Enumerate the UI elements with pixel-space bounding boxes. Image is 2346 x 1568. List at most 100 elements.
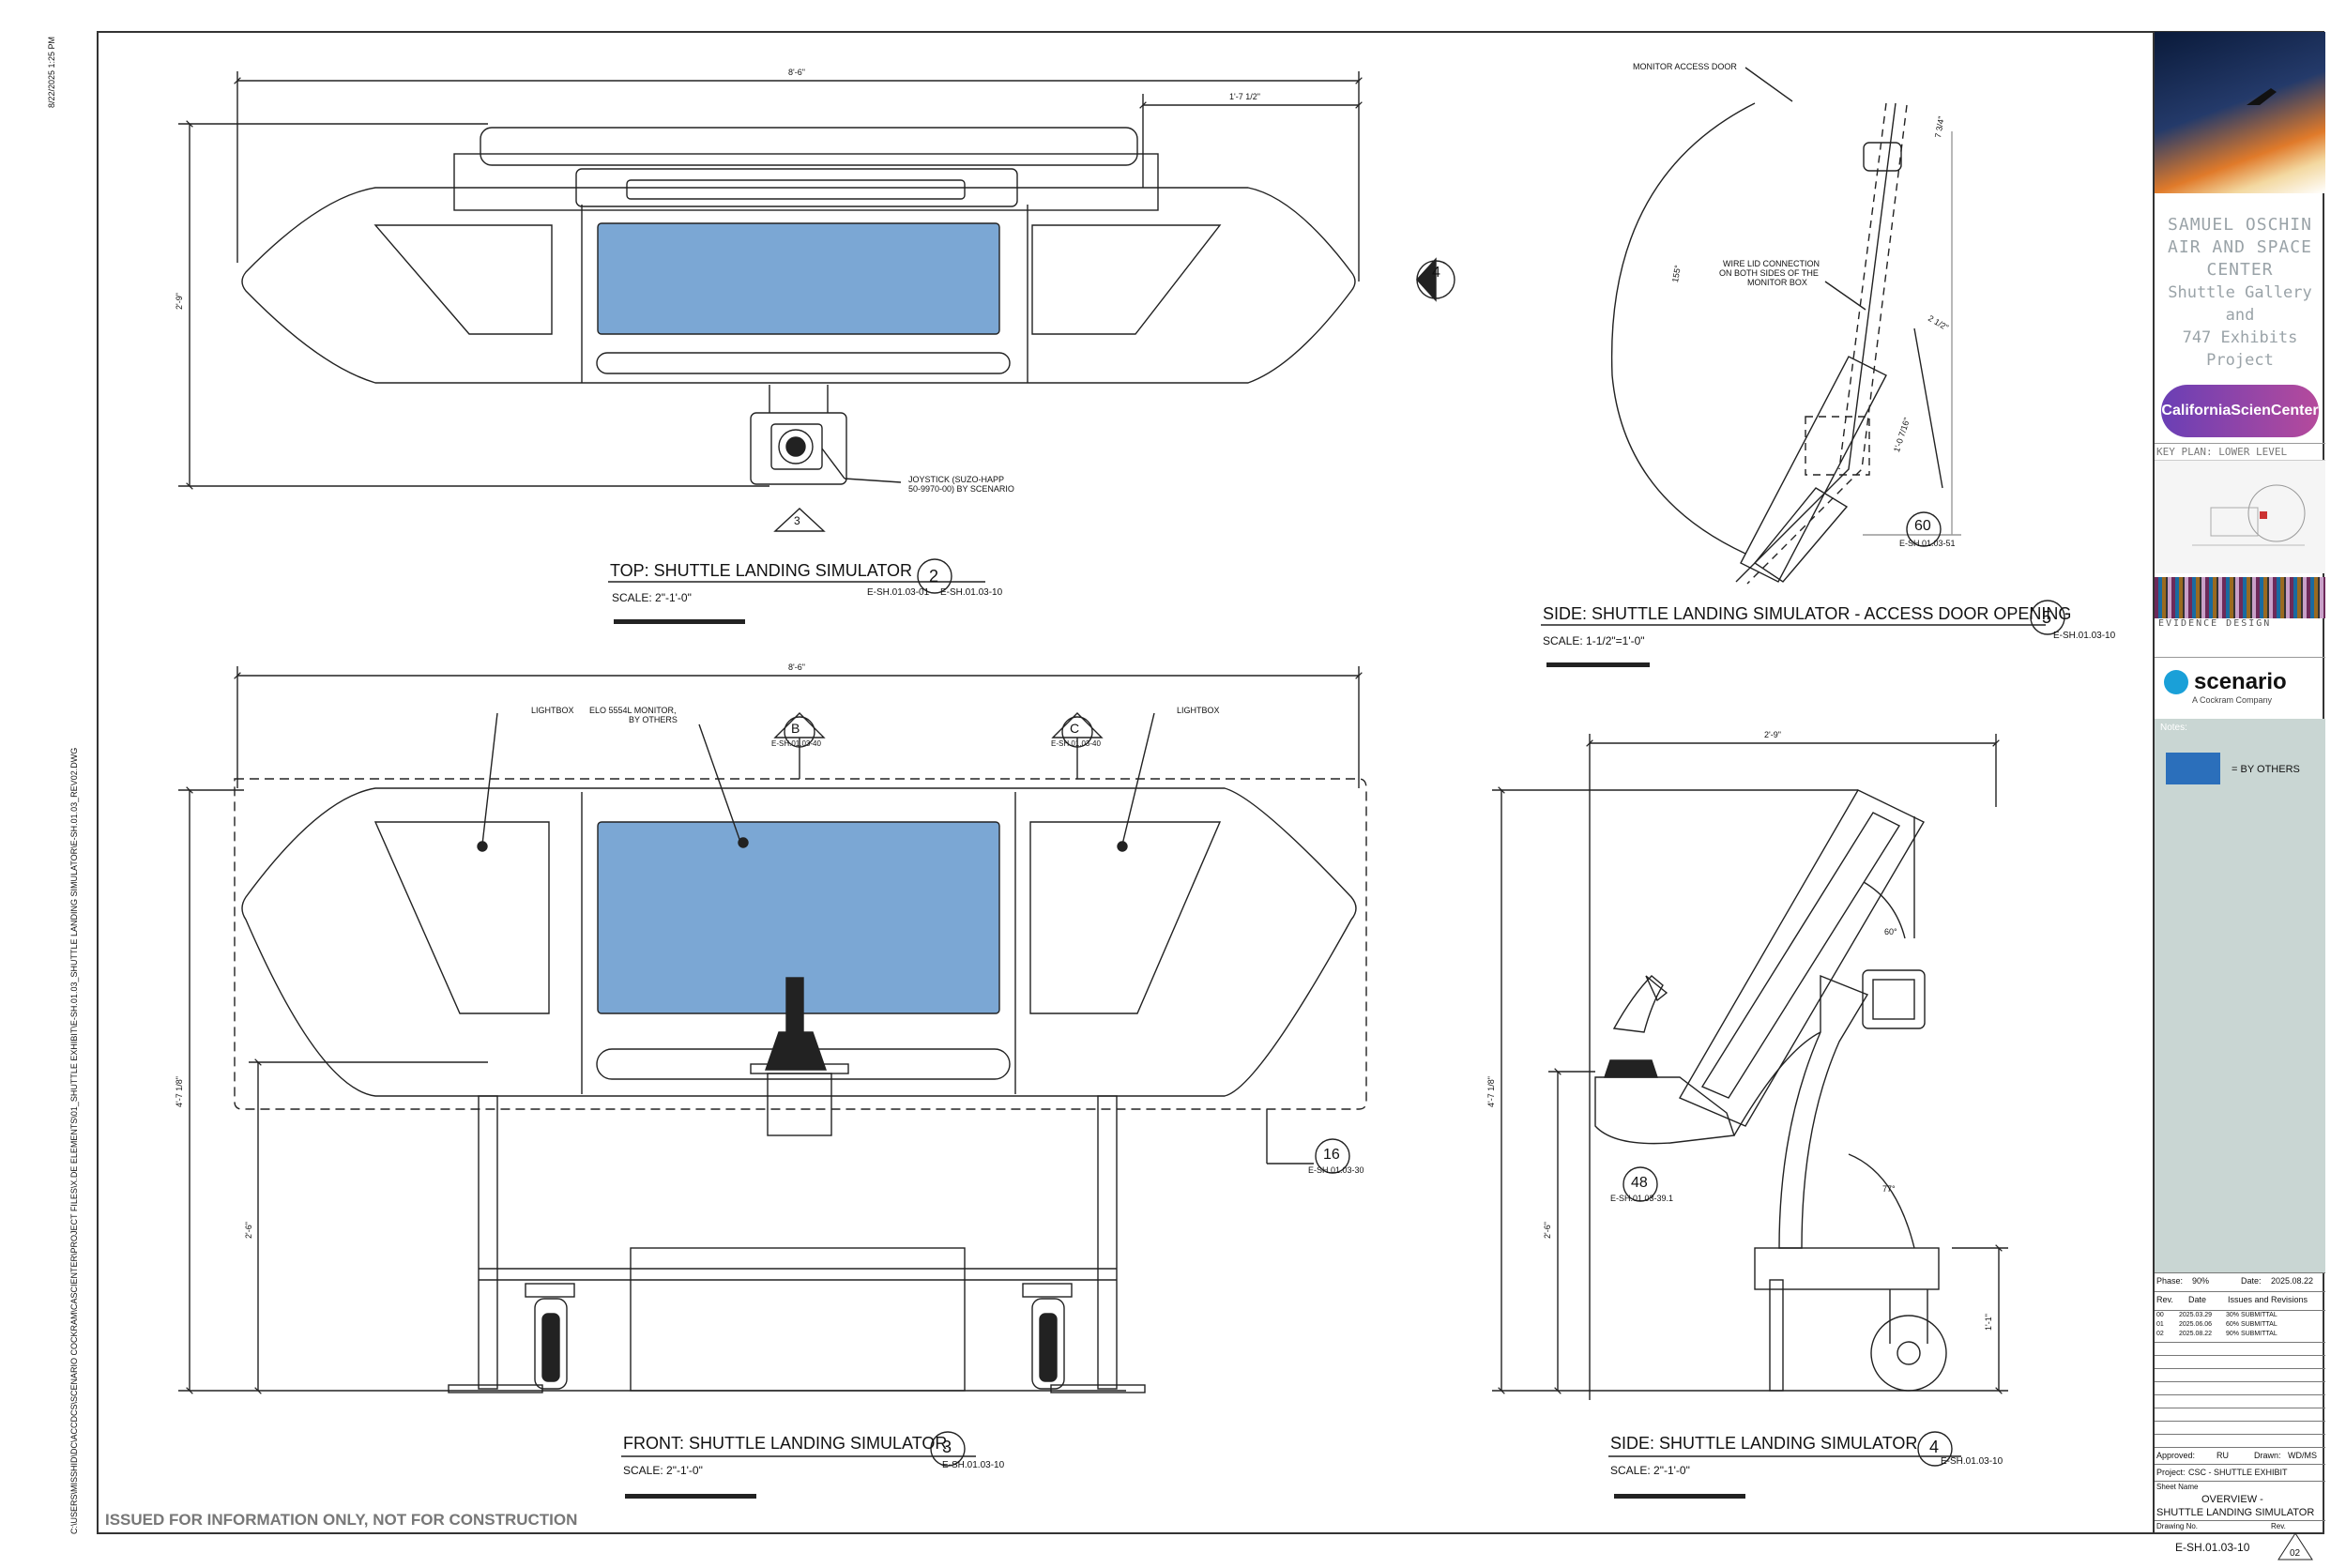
side-view-title: SIDE: SHUTTLE LANDING SIMULATOR <box>1610 1434 1918 1453</box>
key-plan-label: KEY PLAN: LOWER LEVEL <box>2155 443 2325 461</box>
drawing-no-label: Drawing No. <box>2156 1522 2199 1530</box>
top-view-drawing <box>178 71 1363 490</box>
joystick-note-line-2: 50-9970-00) BY SCENARIO <box>908 484 1014 494</box>
monitor-access-door-label: MONITOR ACCESS DOOR <box>1633 62 1737 71</box>
org-line-2: AIR AND SPACE <box>2168 237 2312 257</box>
caster-left <box>525 1283 575 1390</box>
top-dim-offset: 1'-7 1/2" <box>1229 92 1260 101</box>
front-view-ref: E-SH.01.03-10 <box>942 1460 1005 1470</box>
project-label: Project: <box>2156 1468 2186 1477</box>
section-c-ref: E-SH.01.03-40 <box>1051 739 1101 748</box>
scenario-logo: scenario <box>2155 665 2325 699</box>
project-line-2: and <box>2225 306 2255 325</box>
side-detail-ref: E-SH.01.03-39.1 <box>1610 1194 1674 1203</box>
scenario-mark-icon <box>2164 670 2188 694</box>
drawn-label: Drawn: <box>2254 1451 2281 1460</box>
approved-label: Approved: <box>2156 1451 2196 1460</box>
date-header: Date <box>2188 1295 2207 1304</box>
revision-date: 2025.03.29 <box>2179 1312 2213 1318</box>
evidence-design-label: EVIDENCE DESIGN <box>2158 618 2272 629</box>
side-view-drawing <box>1492 734 2008 1400</box>
side-door-view-title: SIDE: SHUTTLE LANDING SIMULATOR - ACCESS… <box>1543 604 2072 623</box>
section-marker-3-label: 3 <box>794 514 800 527</box>
scenario-wordmark: scenario <box>2194 669 2287 694</box>
side-dim-height: 4'-7 1/8" <box>1486 1076 1496 1107</box>
section-marker-4 <box>1416 257 1455 302</box>
side-dim-leg: 2'-6" <box>1543 1222 1552 1239</box>
sheet-name-label: Sheet Name <box>2156 1483 2199 1491</box>
side-view-number: 4 <box>1929 1438 1940 1456</box>
org-line-1: SAMUEL OSCHIN <box>2168 215 2312 235</box>
drawing-number: E-SH.01.03-10 <box>2175 1541 2250 1554</box>
revision-rev: 00 <box>2156 1312 2164 1318</box>
revision-date: 2025.08.22 <box>2179 1331 2213 1337</box>
front-dim-width: 8'-6" <box>788 662 805 672</box>
scenario-subtitle: A Cockram Company <box>2192 695 2273 705</box>
date-value: 2025.08.22 <box>2271 1276 2314 1286</box>
side-dim-depth: 2'-9" <box>1764 730 1781 739</box>
section-marker-4-label: 4 <box>1432 265 1440 281</box>
monitor-label-line-1: ELO 5554L MONITOR, <box>589 706 677 715</box>
section-marker-3 <box>773 508 826 532</box>
rev-header: Rev. <box>2156 1295 2173 1304</box>
front-view-drawing <box>178 666 1367 1394</box>
side-view-scale: SCALE: 2"-1'-0" <box>1610 1464 1690 1477</box>
drawn-value: WD/MS <box>2288 1451 2317 1460</box>
front-view-number: 3 <box>942 1438 952 1456</box>
side-detail-number: 48 <box>1631 1175 1648 1191</box>
legend-swatch <box>2166 753 2220 784</box>
section-marker-c <box>1051 712 1104 779</box>
front-detail-ref: E-SH.01.03-30 <box>1308 1165 1364 1175</box>
shuttle-photo <box>2155 32 2325 193</box>
section-c-label: C <box>1070 721 1080 736</box>
organization-block: SAMUEL OSCHIN AIR AND SPACE CENTER Shutt… <box>2155 214 2325 372</box>
date-label: Date: <box>2241 1276 2262 1286</box>
caster-right <box>1022 1283 1073 1390</box>
issues-header: Issues and Revisions <box>2228 1295 2308 1304</box>
top-view-scale: SCALE: 2"-1'-0" <box>612 591 692 604</box>
door-detail-number: 60 <box>1914 518 1931 534</box>
revision-desc: 60% SUBMITTAL <box>2226 1321 2277 1328</box>
revision-rev: 02 <box>2156 1331 2164 1337</box>
top-dim-depth: 2'-9" <box>175 293 184 310</box>
project-line-1: Shuttle Gallery <box>2168 283 2312 302</box>
approved-value: RU <box>2217 1451 2229 1460</box>
lightbox-left-label: LIGHTBOX <box>531 706 574 715</box>
side-door-view-drawing <box>1610 67 1961 585</box>
monitor-label-line-2: BY OTHERS <box>629 715 678 724</box>
california-science-center-logo: CaliforniaScienCenter <box>2161 385 2319 437</box>
project-line-3: 747 Exhibits <box>2182 328 2298 347</box>
side-angle-b: 77° <box>1882 1184 1896 1194</box>
notes-area: Notes: = BY OTHERS <box>2155 719 2325 1272</box>
disclaimer: ISSUED FOR INFORMATION ONLY, NOT FOR CON… <box>105 1511 578 1529</box>
project-line-4: Project <box>2206 351 2274 370</box>
evidence-design-logo <box>2155 577 2325 618</box>
side-door-view-number: 5 <box>2042 608 2052 627</box>
top-view-ref-a: E-SH.01.03-01 <box>867 587 930 598</box>
side-door-view-scale: SCALE: 1-1/2"=1'-0" <box>1543 634 1645 647</box>
key-plan-map <box>2155 461 2325 573</box>
top-view-title: TOP: SHUTTLE LANDING SIMULATOR <box>610 561 913 580</box>
phase-value: 90% <box>2192 1276 2210 1286</box>
side-door-view-ref: E-SH.01.03-10 <box>2053 631 2116 641</box>
top-dim-width: 8'-6" <box>788 68 805 77</box>
scale-bars <box>614 619 1745 1499</box>
lightbox-right-label: LIGHTBOX <box>1177 706 1220 715</box>
sheet-name-line-2: SHUTTLE LANDING SIMULATOR <box>2156 1507 2315 1518</box>
title-block: SAMUEL OSCHIN AIR AND SPACE CENTER Shutt… <box>2153 32 2325 1560</box>
revision-date: 2025.06.06 <box>2179 1321 2213 1328</box>
section-b-ref: E-SH.01.03-40 <box>771 739 821 748</box>
section-b-label: B <box>791 721 800 736</box>
wire-lid-line-3: MONITOR BOX <box>1747 278 1807 287</box>
rev-label: Rev. <box>2271 1522 2286 1530</box>
front-view-scale: SCALE: 2"-1'-0" <box>623 1464 703 1477</box>
shuttle-icon <box>2247 88 2277 105</box>
top-view-ref-b: E-SH.01.03-10 <box>940 587 1003 598</box>
section-marker-b <box>773 712 826 779</box>
org-line-3: CENTER <box>2206 260 2274 280</box>
joystick-note-line-1: JOYSTICK (SUZO-HAPP <box>908 475 1005 484</box>
top-view-number: 2 <box>929 567 939 586</box>
wire-lid-line-2: ON BOTH SIDES OF THE <box>1719 268 1819 278</box>
front-dim-height: 4'-7 1/8" <box>175 1076 184 1107</box>
